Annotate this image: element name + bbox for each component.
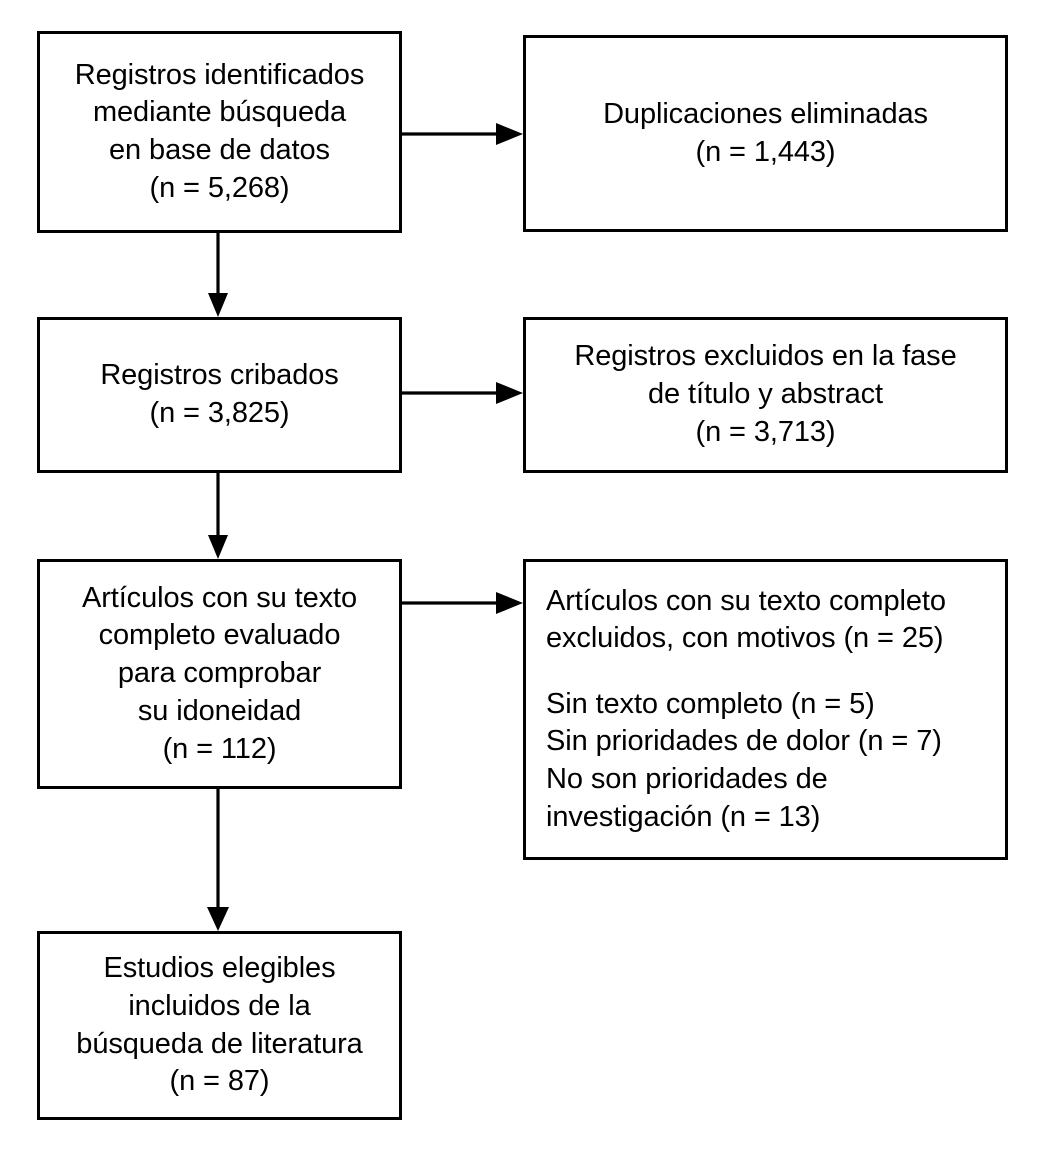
box-records-excluded-title-abstract: Registros excluidos en la fase de título… (523, 317, 1008, 473)
arrow-identified-to-screened (208, 233, 228, 317)
box-line: completo evaluado (98, 619, 341, 652)
box-fulltext-assessed: Artículos con su texto completo evaluado… (37, 559, 402, 789)
box-line: (n = 1,443) (695, 135, 836, 168)
arrow-identified-to-duplicates (402, 123, 523, 145)
box-line: (n = 87) (169, 1065, 270, 1098)
box-line: Registros excluidos en la fase (574, 340, 957, 373)
box-line: (n = 3,713) (695, 415, 836, 448)
box-records-identified: Registros identificados mediante búsqued… (37, 31, 402, 233)
box-line: investigación (n = 13) (546, 800, 821, 833)
box-line: (n = 5,268) (149, 171, 290, 204)
arrow-screened-to-fulltext (208, 473, 228, 559)
box-line: Registros identificados (74, 58, 365, 91)
box-line: búsqueda de literatura (76, 1027, 363, 1060)
box-line: de título y abstract (648, 378, 883, 411)
box-line: su idoneidad (137, 694, 302, 727)
box-line: No son prioridades de (546, 762, 828, 795)
box-line: Estudios elegibles (103, 952, 336, 985)
box-line: Sin prioridades de dolor (n = 7) (546, 725, 942, 758)
arrow-fulltext-to-excluded-reasons (402, 592, 523, 614)
box-line: en base de datos (109, 134, 330, 166)
box-line: incluidos de la (128, 989, 311, 1022)
box-line: (n = 3,825) (149, 397, 290, 429)
box-line: Artículos con su texto (81, 581, 358, 614)
box-line: (n = 112) (162, 732, 277, 765)
box-studies-included: Estudios elegibles incluidos de la búsqu… (37, 931, 402, 1120)
box-line: mediante búsqueda (92, 96, 347, 129)
box-fulltext-excluded-reasons: Artículos con su texto completo excluido… (523, 559, 1008, 860)
box-line: Registros cribados (100, 359, 339, 392)
box-line: Sin texto completo (n = 5) (546, 687, 875, 720)
box-line: para comprobar (117, 657, 322, 690)
box-line: Artículos con su texto completo (546, 584, 946, 617)
arrow-screened-to-excluded (402, 382, 523, 404)
box-duplicates-removed: Duplicaciones eliminadas (n = 1,443) (523, 35, 1008, 232)
box-line: excluidos, con motivos (n = 25) (546, 622, 944, 655)
box-records-screened: Registros cribados (n = 3,825) (37, 317, 402, 473)
arrow-fulltext-to-included (207, 789, 229, 931)
box-line: Duplicaciones eliminadas (603, 97, 928, 130)
